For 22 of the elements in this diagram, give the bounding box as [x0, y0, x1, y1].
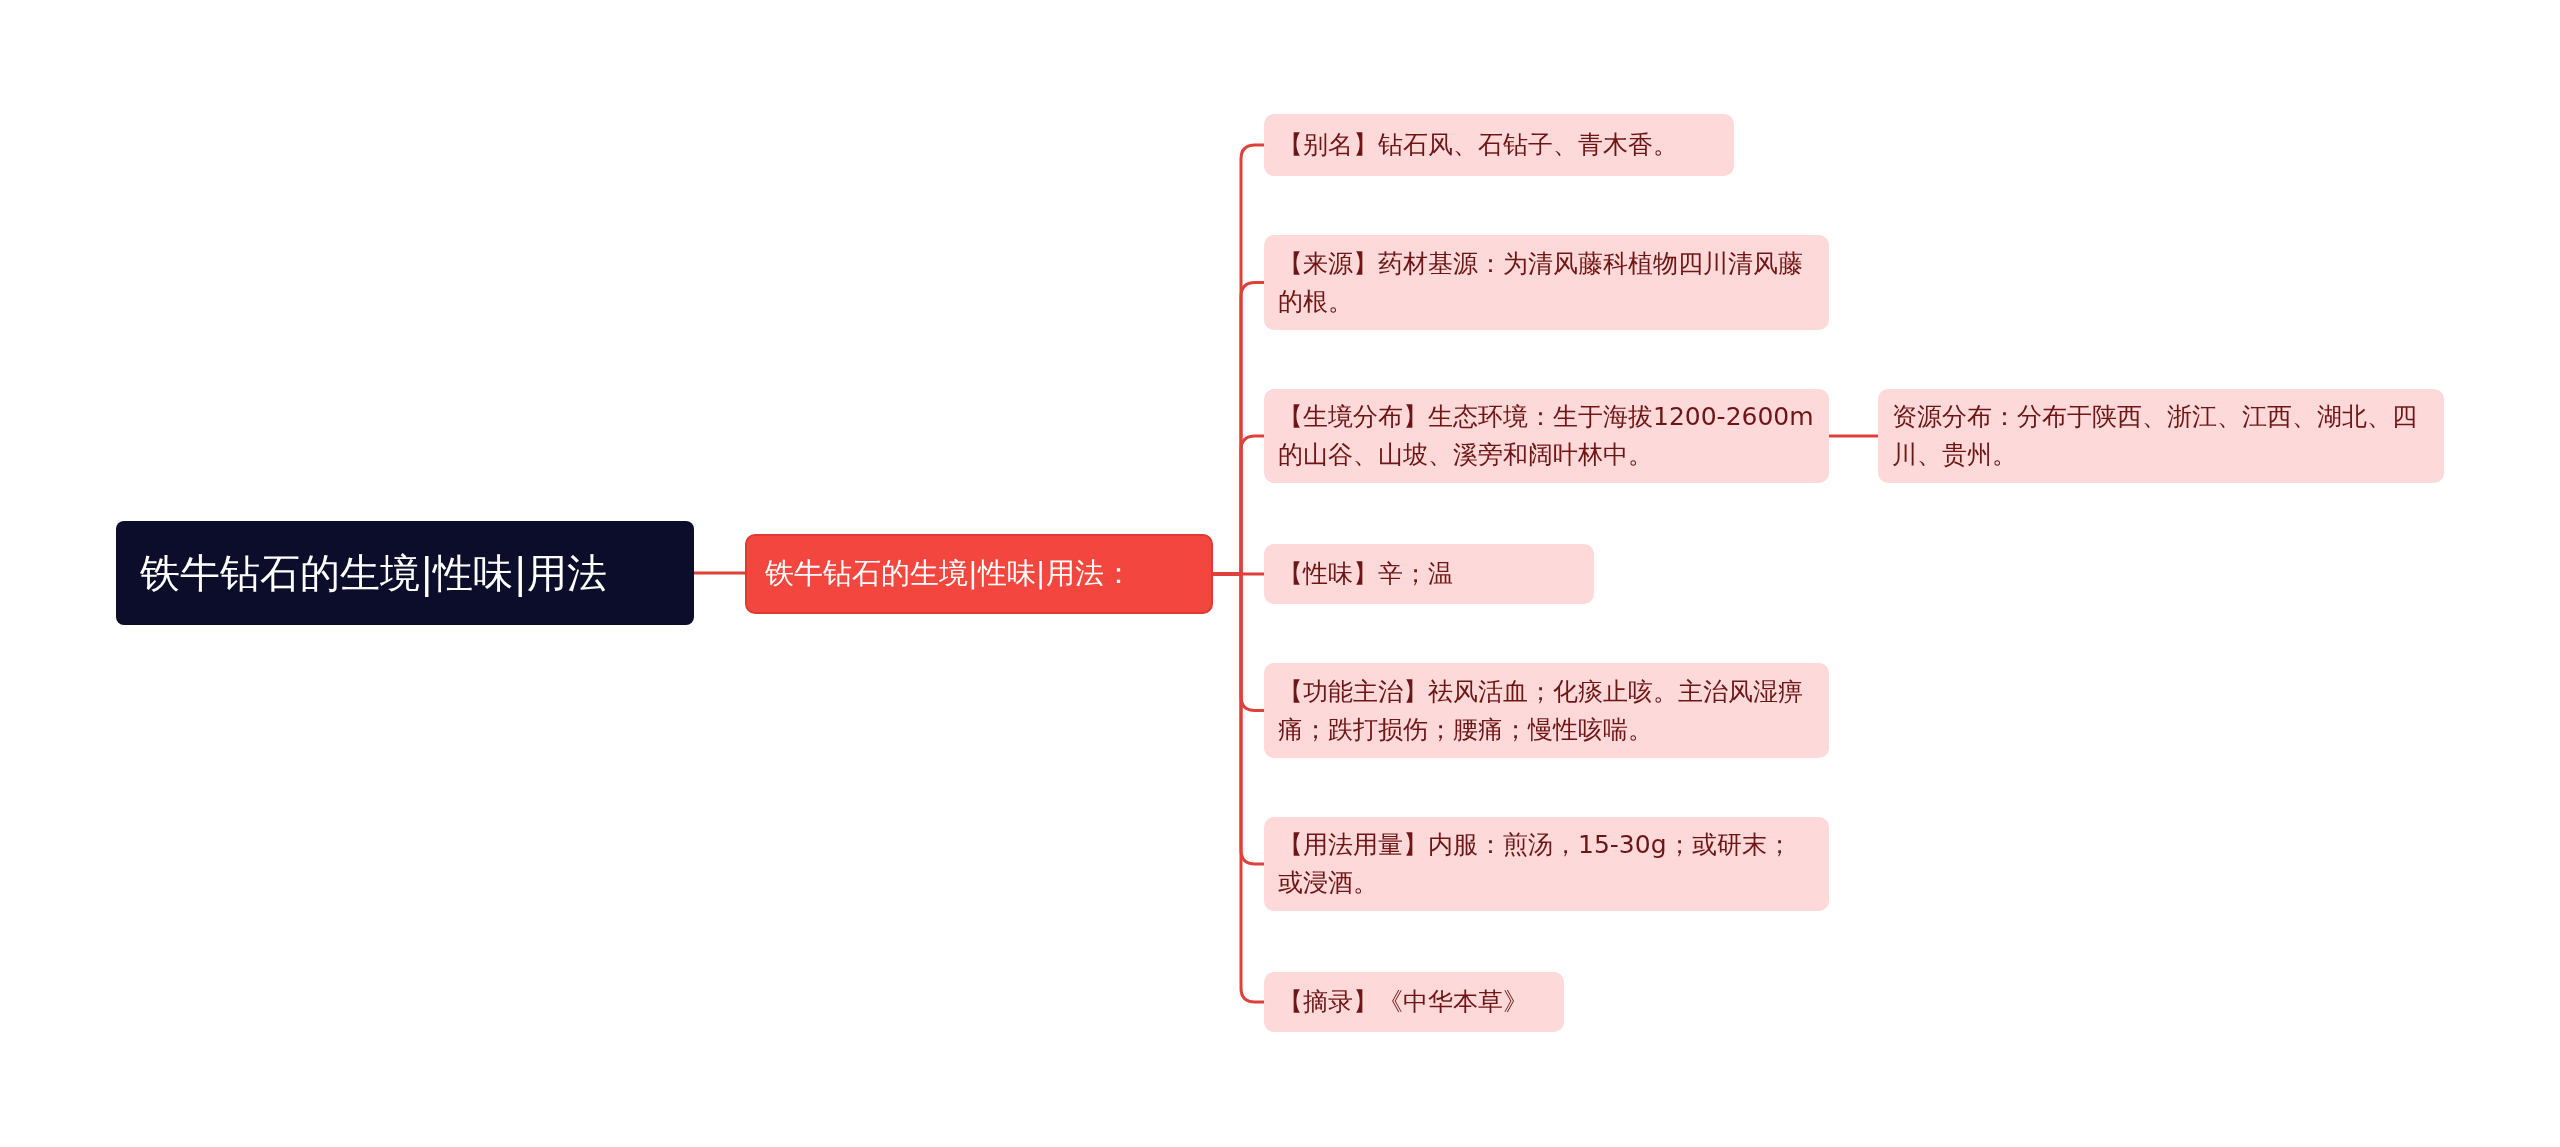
connector-line [1829, 434, 1878, 438]
topic-text: 【性味】辛；温 [1278, 558, 1453, 590]
subtopic-box [1264, 817, 1829, 911]
subtopic-box [1264, 114, 1734, 176]
topic-text: 资源分布：分布于陕西、浙江、江西、湖北、四川、贵州。 [1892, 401, 2418, 471]
subtopic-box [1264, 235, 1829, 330]
subtopic-box [1264, 663, 1829, 758]
topic-text: 【来源】药材基源：为清风藤科植物四川清风藤的根。 [1278, 247, 1804, 318]
subtopic-box [1878, 389, 2444, 483]
topic-text: 铁牛钻石的生境|性味|用法 [140, 548, 607, 599]
root-topic-box [116, 521, 694, 625]
topic-text: 【生境分布】生态环境：生于海拔1200-2600m的山谷、山坡、溪旁和阔叶林中。 [1278, 401, 1815, 471]
subtopic-box [1264, 972, 1564, 1032]
topic-text: 【别名】钻石风、石钻子、青木香。 [1278, 129, 1678, 161]
connector-line [694, 571, 745, 575]
subtopic-box [1264, 544, 1594, 604]
topic-box [745, 534, 1213, 614]
topic-text: 【功能主治】祛风活血；化痰止咳。主治风湿痹痛；跌打损伤；腰痛；慢性咳喘。 [1278, 675, 1804, 746]
topic-text: 【摘录】《中华本草》 [1278, 986, 1528, 1018]
subtopic-box [1264, 389, 1829, 483]
topic-text: 【用法用量】内服：煎汤，15-30g；或研末；或浸酒。 [1278, 829, 1793, 899]
topic-text: 铁牛钻石的生境|性味|用法： [765, 555, 1133, 592]
